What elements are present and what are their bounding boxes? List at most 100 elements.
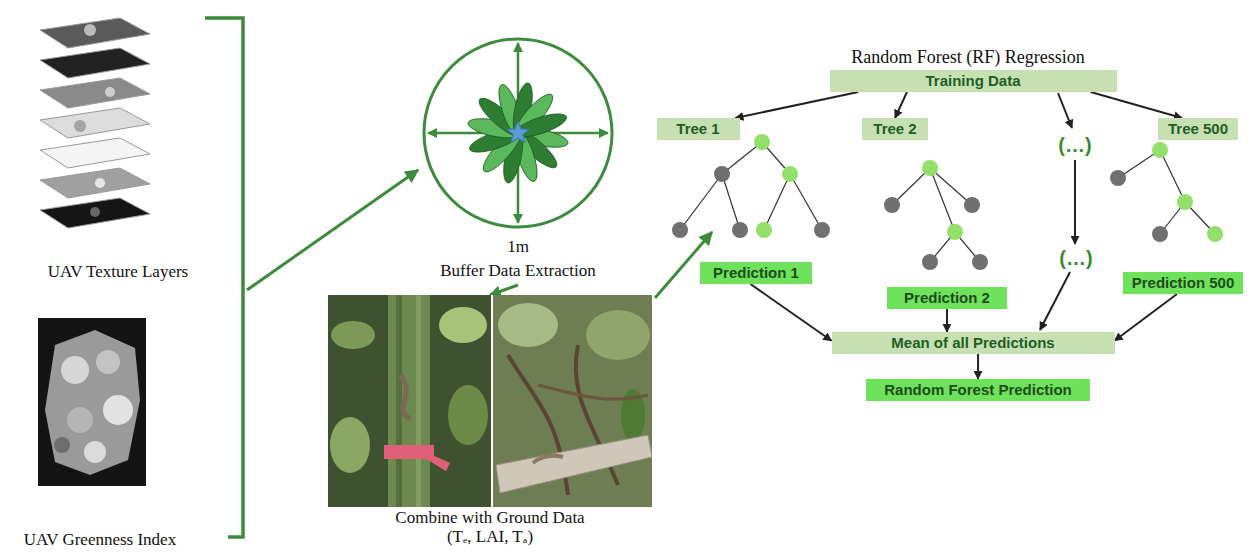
box-text: Prediction 500 — [1132, 274, 1235, 292]
tree-branch — [722, 174, 740, 230]
tree-branch — [790, 174, 822, 230]
flow-arrow — [1074, 160, 1076, 244]
box-text: Tree 2 — [873, 120, 916, 138]
texture-layer — [40, 198, 150, 228]
tree-node — [947, 224, 963, 240]
tree-node — [922, 160, 938, 176]
tree-label: Tree 1 — [657, 118, 740, 140]
greenness-image — [38, 318, 146, 486]
flow-arrow — [895, 92, 907, 118]
box-text: Training Data — [925, 72, 1020, 90]
tree-node — [1152, 226, 1168, 242]
tree-location-star — [507, 121, 530, 143]
tree-node — [732, 222, 748, 238]
fallen-log — [496, 435, 652, 493]
tree-branch — [930, 168, 955, 232]
tree-node — [1110, 170, 1126, 186]
foliage — [330, 417, 370, 473]
photo-caption: Combine with Ground Data (Tₑ, LAI, Tₐ) — [328, 508, 652, 546]
caption-text: 1m — [420, 235, 616, 259]
ellipsis-mark: (…) — [1058, 134, 1091, 157]
flag-tape — [384, 445, 434, 459]
tree-node — [672, 222, 688, 238]
box-text: Prediction 1 — [713, 264, 799, 282]
foliage — [586, 310, 650, 360]
tree-node — [1207, 226, 1223, 242]
box-text: Random Forest Prediction — [884, 381, 1072, 399]
prediction-box: Prediction 500 — [1123, 272, 1243, 294]
texture-layer — [40, 138, 150, 168]
tree-node — [922, 254, 938, 270]
texture-layer — [40, 78, 150, 108]
tree-node — [814, 222, 830, 238]
greenness-crown — [54, 437, 70, 453]
foliage — [331, 321, 375, 349]
tree-node — [972, 254, 988, 270]
mangrove-root — [538, 385, 648, 399]
lizard — [400, 375, 410, 419]
bracket — [205, 18, 243, 537]
greenness-crown — [84, 441, 106, 463]
texture-speckle — [74, 120, 86, 132]
foliage — [439, 307, 487, 343]
tree-label: Tree 500 — [1158, 118, 1238, 140]
layer-caption: UAV Greenness Index — [24, 530, 176, 550]
texture-layer — [40, 168, 150, 198]
flow-arrow — [977, 354, 979, 379]
flow-arrow — [735, 92, 858, 118]
tree-node — [964, 197, 980, 213]
forest-photo — [328, 295, 491, 507]
caption-text: Buffer Data Extraction — [420, 259, 616, 283]
foliage — [448, 385, 488, 445]
greenness-crown — [96, 350, 120, 374]
tree-node — [1177, 194, 1193, 210]
texture-speckle — [105, 87, 115, 97]
tree-node — [1152, 142, 1168, 158]
texture-speckle — [84, 24, 96, 36]
flow-arrow — [247, 170, 418, 290]
flow-arrow — [1091, 92, 1182, 118]
flow-arrow — [946, 309, 948, 332]
tree-label: Tree 2 — [862, 118, 928, 140]
flag-tape — [426, 453, 450, 471]
flow-arrow — [750, 284, 831, 341]
layer-caption: UAV Texture Layers — [48, 262, 188, 282]
section-title: Random Forest (RF) Regression — [851, 47, 1085, 68]
flow-arrow — [1115, 294, 1178, 341]
tree-node — [756, 222, 772, 238]
tree-trunk — [388, 295, 430, 507]
texture-layer — [40, 18, 150, 48]
tree-branch — [680, 174, 722, 230]
box-text: Mean of all Predictions — [891, 334, 1054, 352]
ground-photos: Combine with Ground Data (Tₑ, LAI, Tₐ) — [328, 295, 652, 551]
ellipsis-mark: (…) — [1059, 247, 1092, 270]
prediction-box: Prediction 2 — [887, 287, 1007, 309]
tree-node — [754, 134, 770, 150]
foliage — [498, 303, 558, 347]
data-box: Training Data — [830, 70, 1117, 92]
mean-box: Mean of all Predictions — [832, 332, 1115, 354]
greenness-canopy — [45, 330, 140, 475]
lizard — [533, 456, 563, 463]
tree-node — [714, 166, 730, 182]
flow-arrow — [490, 285, 518, 295]
greenness-crown — [67, 407, 93, 433]
buffer-ring — [424, 39, 612, 227]
photo-divider — [491, 295, 493, 507]
result-box: Random Forest Prediction — [866, 379, 1090, 401]
box-text: Tree 500 — [1168, 120, 1228, 138]
greenness-crown — [61, 356, 89, 384]
texture-layer — [40, 48, 150, 78]
texture-speckle — [90, 207, 100, 217]
flow-arrow — [1040, 272, 1070, 330]
texture-layer — [40, 108, 150, 138]
flow-arrow — [1058, 93, 1072, 128]
tree-branch — [1160, 150, 1185, 202]
buffer-circle: 1mBuffer Data Extraction — [420, 35, 616, 285]
trunk-moss — [396, 295, 402, 507]
box-text: Prediction 2 — [904, 289, 990, 307]
caption-text: Combine with Ground Data (Tₑ, LAI, Tₐ) — [388, 508, 593, 546]
tree-branch — [764, 174, 790, 230]
texture-speckle — [95, 178, 105, 188]
prediction-box: Prediction 1 — [700, 262, 812, 284]
